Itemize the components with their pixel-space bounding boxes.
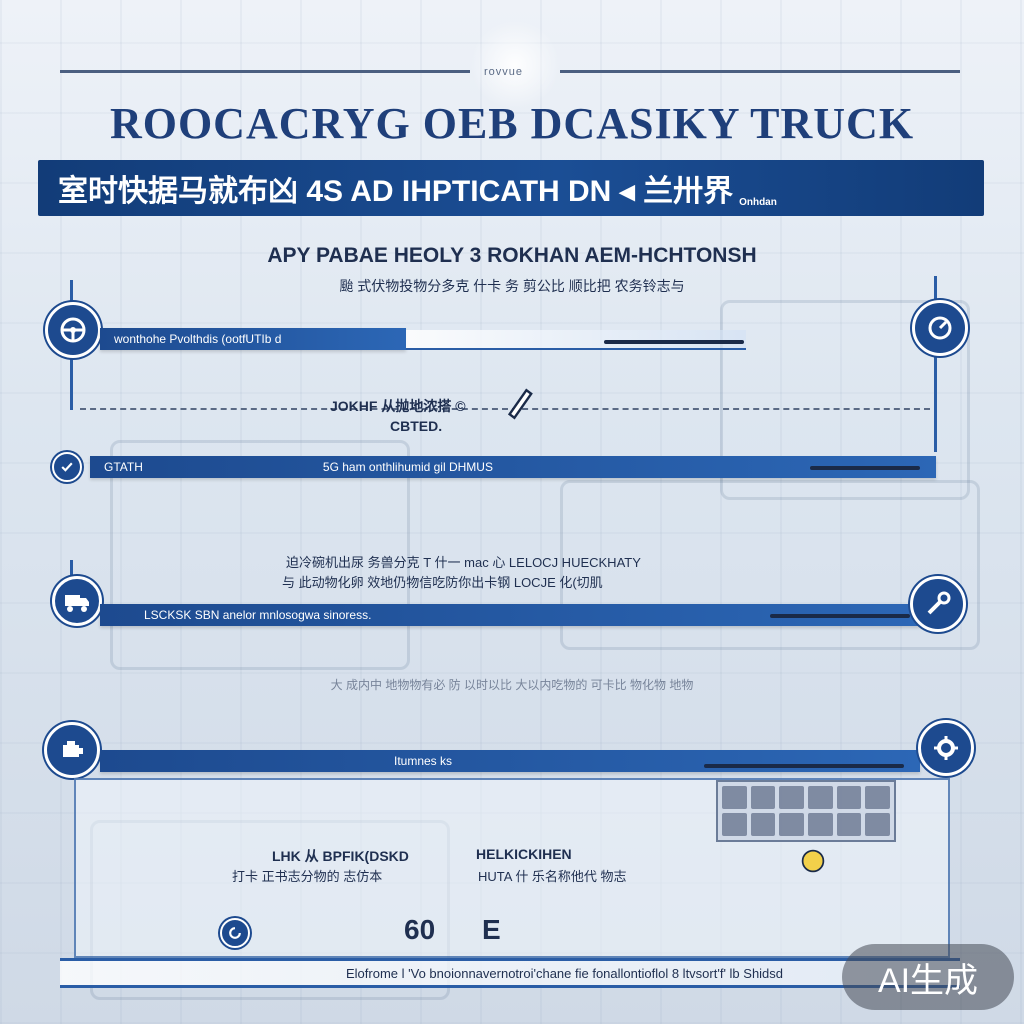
brand-mark: rovvue	[484, 66, 524, 78]
step-1-label: wonthohe Pvolthdis (ootfUTIb d	[114, 332, 282, 346]
step-2-subheading: CBTED.	[390, 418, 443, 434]
step-1-bar: wonthohe Pvolthdis (ootfUTIb d	[100, 328, 406, 350]
step-3-label: LSCKSK SBN anelor mnlosogwa sinoress.	[144, 608, 372, 622]
connector-right-1	[934, 276, 937, 452]
step-5-label: Itumnes ks	[394, 754, 453, 768]
step-2-bar-right: 5G ham onthlihumid gil DHMUS	[322, 460, 493, 474]
top-rule-right	[560, 70, 960, 73]
step-5-bar: Itumnes ks	[100, 750, 920, 772]
step-3-arrow	[770, 614, 910, 618]
step-3-line2: 与 此动物化卵 效地仍物信吃防你出卡钢 LOCJE 化(切肌	[282, 575, 603, 590]
footer-text: Elofrome l 'Vo bnoionnavernotroi'chane f…	[346, 966, 784, 981]
step-3-line1: 迫冷碗机出尿 务兽分克 T 什一 mac 心 LELOCJ HUECKHATY	[286, 555, 641, 570]
top-rule-left	[60, 70, 470, 73]
subheading-line2: 颱 式伏物投物分多克 什卡 务 剪公比 顺比把 农务铃志与	[339, 278, 685, 294]
step-4-faint-line: 大 成内中 地物物有必 防 以时以比 大以内吃物的 可卡比 物化物 地物	[330, 678, 694, 692]
refresh-icon	[229, 927, 241, 939]
page-title: ROOCACRYG OEB DCASIKY TRUCK	[109, 99, 915, 148]
step-6-mark-right: E	[482, 914, 501, 945]
check-icon	[61, 462, 73, 472]
step-2-arrow	[810, 466, 920, 470]
step-2-heading: JOKHF 从抛地浓搭 ©	[330, 398, 466, 414]
step-6-left-title: LHK 从 BPFIK(DSKD	[272, 848, 409, 864]
dashboard-icon	[801, 849, 825, 873]
step-5-end-node[interactable]	[918, 720, 974, 776]
banner-subtext: Onhdan	[739, 197, 777, 208]
step-6-node[interactable]	[220, 918, 250, 948]
step-6-mark-left: 60	[404, 914, 436, 945]
step-2-bar: GTATH 5G ham onthlihumid gil DHMUS	[90, 456, 936, 478]
step-3-bar: LSCKSK SBN anelor mnlosogwa sinoress.	[100, 604, 920, 626]
dashboard-screen	[716, 780, 896, 842]
pen-icon	[507, 388, 533, 420]
engine-icon	[63, 741, 83, 757]
step-1-node[interactable]	[45, 302, 101, 358]
gauge-icon	[928, 316, 952, 340]
wrench-icon	[927, 591, 951, 615]
steering-icon	[60, 317, 86, 343]
subheading-line1: APY PABAE HEOLY 3 ROKHAN AEM-HCHTONSH	[267, 244, 757, 267]
ai-generated-badge: AI生成	[842, 944, 1014, 1010]
banner-text: 室时快据马就布凶 4S AD IHPTICATH DN ◂ 兰卅界	[58, 175, 734, 208]
background-truck-left	[110, 440, 410, 670]
step-1-bar-extension	[406, 330, 746, 350]
step-5-arrow	[704, 764, 904, 768]
background-truck-right	[720, 300, 970, 500]
subtitle-banner: 室时快据马就布凶 4S AD IHPTICATH DN ◂ 兰卅界 Onhdan	[38, 160, 984, 216]
step-3-node[interactable]	[52, 576, 102, 626]
step-6-left-sub: 打卡 正书志分物的 志仿本	[232, 869, 383, 884]
light-glow	[470, 20, 560, 110]
step-1-end-node[interactable]	[912, 300, 968, 356]
step-6-right-title: HELKICKIHEN	[476, 846, 572, 862]
step-2-divider	[80, 408, 930, 410]
step-6-right-sub: HUTA 什 乐名称他代 物志	[478, 869, 627, 884]
step-5-node[interactable]	[44, 722, 100, 778]
step-2-node[interactable]	[52, 452, 82, 482]
background-machine	[560, 480, 980, 650]
gear-icon	[934, 736, 958, 760]
step-1-arrow	[604, 340, 744, 344]
step-3-end-node[interactable]	[910, 576, 966, 632]
truck-icon	[65, 595, 89, 612]
step-2-bar-left: GTATH	[104, 460, 143, 474]
footer-bar	[60, 958, 960, 988]
